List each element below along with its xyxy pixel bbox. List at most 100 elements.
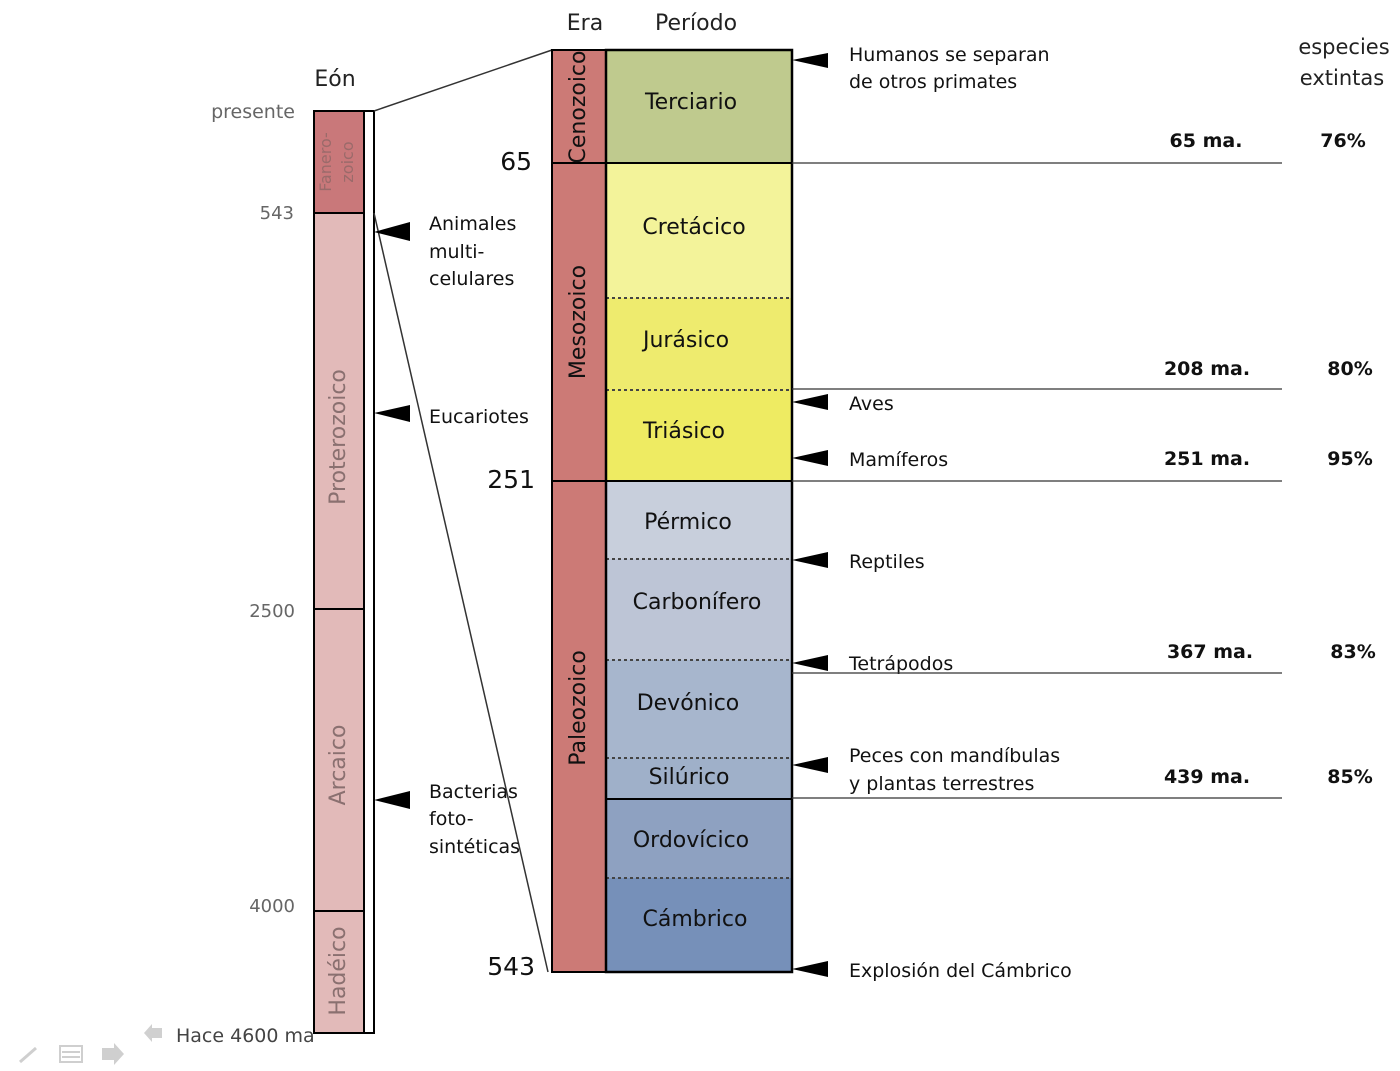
eon-event-animales: Animales multi- celulares xyxy=(374,213,516,290)
period-event-reptiles: Reptiles xyxy=(792,551,925,573)
zoom-line-bottom xyxy=(373,212,549,973)
extinction-pct-367: 83% xyxy=(1330,641,1375,663)
extinction-439: 439 ma. 85% xyxy=(792,766,1373,799)
period-silurico-block xyxy=(606,758,792,799)
event-animales-line1: Animales xyxy=(429,213,516,235)
period-event-cambrico: Explosión del Cámbrico xyxy=(792,960,1072,982)
period-label-ordovicico: Ordovícico xyxy=(633,828,749,853)
eon-tick-543: 543 xyxy=(260,203,294,224)
eon-fanerozoico-block xyxy=(313,110,365,214)
extinction-pct-208: 80% xyxy=(1327,358,1372,380)
pen-tool-button[interactable] xyxy=(19,1046,37,1064)
era-mesozoico-block xyxy=(551,162,607,482)
event-cambrico: Explosión del Cámbrico xyxy=(849,960,1072,982)
prev-slide-button[interactable] xyxy=(144,1024,162,1042)
period-column xyxy=(604,48,794,974)
eon-header: Eón xyxy=(314,67,355,92)
event-animales-line3: celulares xyxy=(429,268,514,290)
era-tick-251: 251 xyxy=(487,465,535,494)
event-aves: Aves xyxy=(849,393,894,415)
extinction-pct-65: 76% xyxy=(1320,130,1365,152)
event-peces-line1: Peces con mandíbulas xyxy=(849,745,1060,767)
marker-mamiferos-icon xyxy=(792,450,828,466)
period-event-mamiferos: Mamíferos xyxy=(792,449,948,471)
event-reptiles: Reptiles xyxy=(849,551,925,573)
extinction-208: 208 ma. 80% xyxy=(792,358,1373,390)
eon-label-fanerozoico-1: Fanero- xyxy=(316,132,335,192)
period-label-cretacico: Cretácico xyxy=(642,215,745,240)
period-event-peces: Peces con mandíbulas y plantas terrestre… xyxy=(792,745,1060,795)
period-cretacico-block xyxy=(606,163,792,298)
period-label-silurico: Silúrico xyxy=(649,765,730,790)
event-mamiferos: Mamíferos xyxy=(849,449,948,471)
marker-tetrapodos-icon xyxy=(792,655,828,671)
period-label-devonico: Devónico xyxy=(637,691,740,716)
period-devonico-block xyxy=(606,660,792,758)
eon-tick-bottom: Hace 4600 ma xyxy=(176,1025,315,1047)
event-bacterias-line2: foto- xyxy=(429,808,474,830)
marker-eucariotes-icon xyxy=(374,405,410,422)
period-header: Período xyxy=(655,11,737,36)
eon-column xyxy=(313,110,375,1034)
period-label-carbonifero: Carbonífero xyxy=(633,590,762,615)
extinction-age-208: 208 ma. xyxy=(1164,358,1250,380)
zoom-line-top xyxy=(373,49,553,112)
pen-icon xyxy=(19,1046,37,1064)
eon-tick-4000: 4000 xyxy=(249,896,295,917)
extinction-age-251: 251 ma. xyxy=(1164,448,1250,470)
marker-aves-icon xyxy=(792,394,828,410)
event-eucariotes: Eucariotes xyxy=(429,406,529,428)
period-label-triasico: Triásico xyxy=(642,419,725,444)
period-permico-block xyxy=(606,481,792,559)
period-event-tetrapodos: Tetrápodos xyxy=(792,653,953,675)
eon-label-proterozoico: Proterozoico xyxy=(326,369,351,505)
marker-reptiles-icon xyxy=(792,552,828,568)
extinction-pct-251: 95% xyxy=(1327,448,1372,470)
extinction-age-65: 65 ma. xyxy=(1170,130,1243,152)
eon-side-strip xyxy=(363,110,375,1034)
era-label-cenozoico: Cenozoico xyxy=(566,51,591,164)
era-header: Era xyxy=(567,11,603,36)
marker-animales-icon xyxy=(374,222,410,241)
eon-event-bacterias: Bacterias foto- sintéticas xyxy=(374,781,520,858)
marker-peces-icon xyxy=(792,757,828,773)
era-label-mesozoico: Mesozoico xyxy=(566,265,591,379)
event-animales-line2: multi- xyxy=(429,241,484,263)
menu-button[interactable] xyxy=(59,1045,83,1063)
event-humanos-line2: de otros primates xyxy=(849,71,1017,93)
period-label-permico: Pérmico xyxy=(644,510,732,535)
marker-cambrico-icon xyxy=(792,961,828,977)
marker-humanos-icon xyxy=(792,53,828,68)
period-ordovicico-block xyxy=(606,799,792,878)
extinction-age-367: 367 ma. xyxy=(1167,641,1253,663)
arrow-right-icon xyxy=(102,1043,124,1065)
period-triasico-block xyxy=(606,390,792,481)
extinction-367: 367 ma. 83% xyxy=(792,641,1376,674)
eon-label-hadeico: Hadéico xyxy=(326,926,351,1015)
era-tick-543: 543 xyxy=(487,952,535,981)
arrow-left-icon xyxy=(144,1024,162,1042)
next-slide-button[interactable] xyxy=(102,1043,124,1065)
extinct-header-line2: extintas xyxy=(1300,66,1384,90)
menu-icon xyxy=(59,1045,83,1063)
period-event-humanos: Humanos se separan de otros primates xyxy=(792,44,1050,93)
event-tetrapodos: Tetrápodos xyxy=(848,653,953,675)
extinction-age-439: 439 ma. xyxy=(1164,766,1250,788)
event-bacterias-line1: Bacterias xyxy=(429,781,518,803)
marker-bacterias-icon xyxy=(374,791,410,809)
extinction-pct-439: 85% xyxy=(1327,766,1372,788)
period-cambrico-block xyxy=(606,878,792,972)
event-humanos-line1: Humanos se separan xyxy=(849,44,1050,66)
period-event-aves: Aves xyxy=(792,393,894,415)
extinction-251: 251 ma. 95% xyxy=(792,448,1373,482)
eon-tick-presente: presente xyxy=(211,101,295,123)
eon-label-arcaico: Arcaico xyxy=(326,725,351,806)
extinction-65: 65 ma. 76% xyxy=(792,130,1366,164)
eon-label-fanerozoico-2: zoico xyxy=(338,141,357,182)
era-tick-65: 65 xyxy=(500,147,532,176)
period-label-jurasico: Jurásico xyxy=(641,328,729,353)
period-terciario-block xyxy=(606,50,792,163)
period-carbonifero-block xyxy=(606,559,792,660)
extinct-header-line1: especies xyxy=(1298,35,1389,59)
